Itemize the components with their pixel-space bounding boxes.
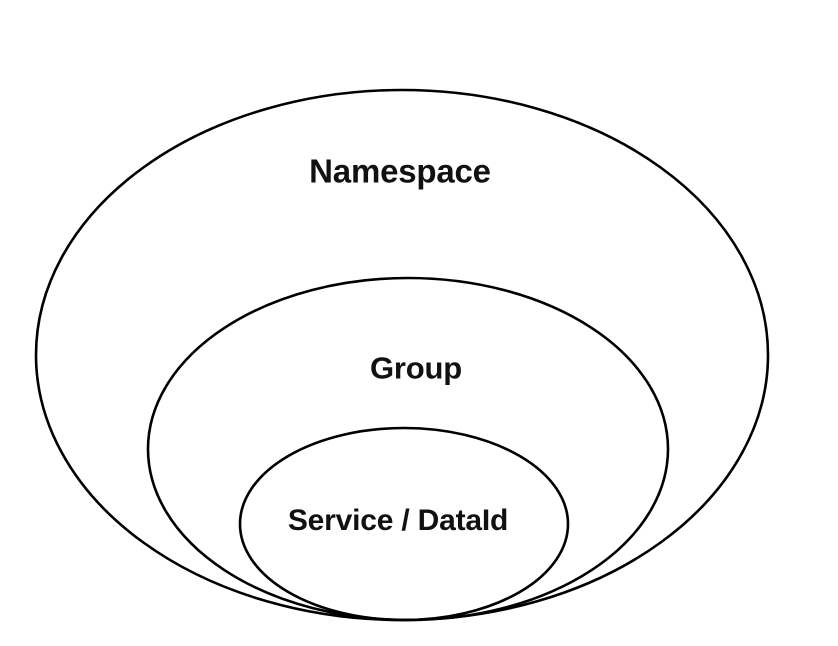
namespace-label: Namespace — [309, 152, 491, 190]
group-label: Group — [370, 350, 462, 386]
service-dataid-label: Service / DataId — [287, 504, 509, 537]
group-ellipse — [148, 278, 668, 620]
service-dataid-ellipse — [240, 428, 568, 620]
